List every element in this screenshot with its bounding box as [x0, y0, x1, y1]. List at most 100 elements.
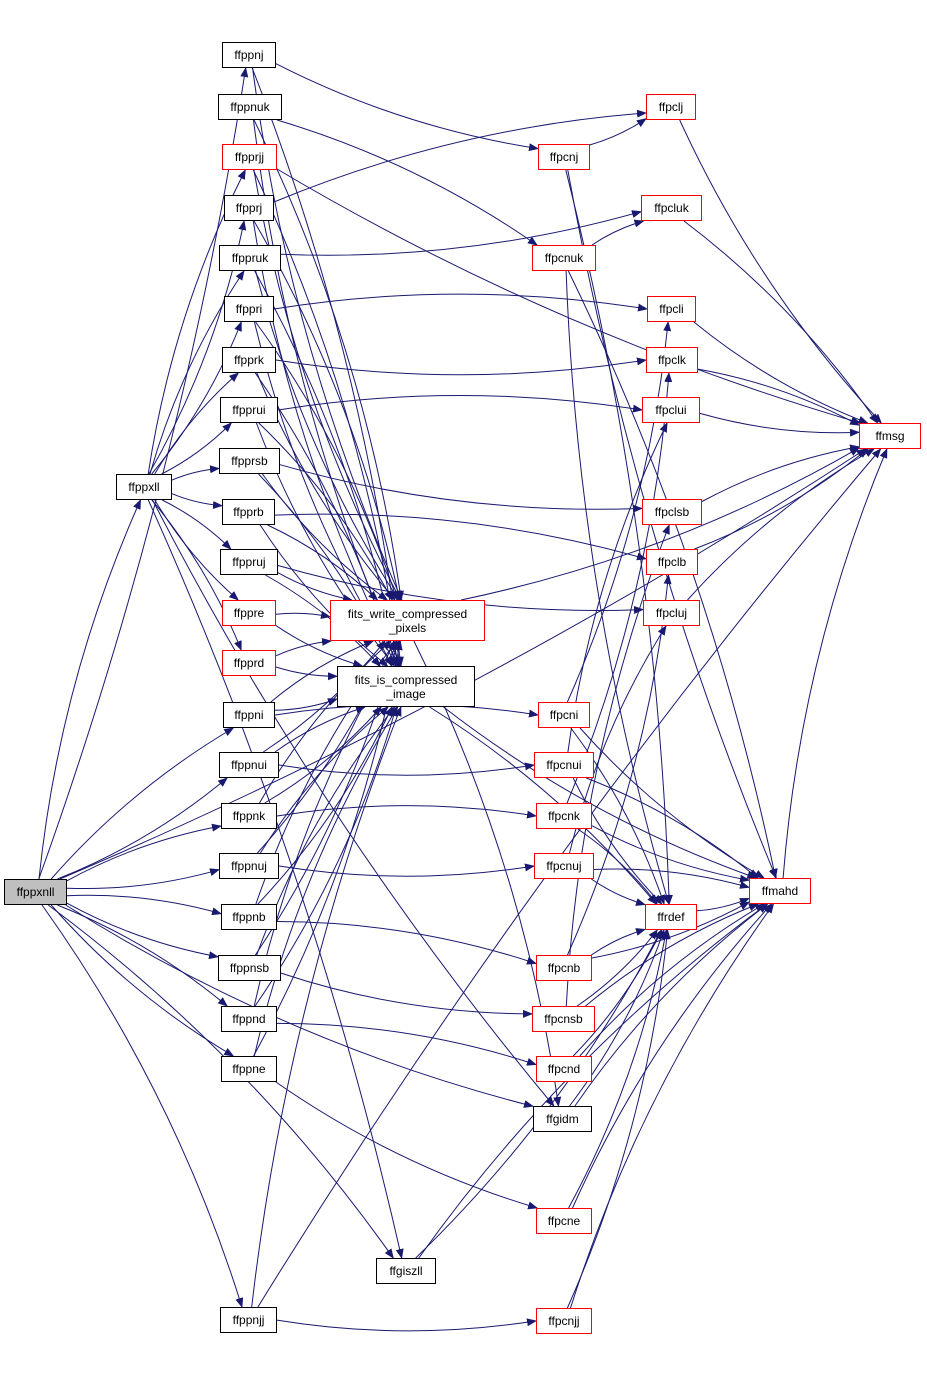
edge-ffppni-to-fits_write_compressed_pixels	[270, 640, 375, 703]
node-ffppnuj[interactable]: ffppnuj	[219, 853, 279, 879]
node-ffpclui[interactable]: ffpclui	[642, 397, 700, 423]
edge-ffpcnsb-to-ffrdef	[576, 929, 658, 1007]
node-ffppnjj[interactable]: ffppnjj	[220, 1307, 277, 1333]
edge-ffgidm-to-ffrdef	[569, 929, 665, 1107]
edge-ffpprb-to-ffpclb	[274, 513, 647, 561]
node-ffpcli[interactable]: ffpcli	[647, 296, 696, 322]
edge-ffpcnuk-to-ffrdef	[565, 270, 671, 905]
node-ffgiszll[interactable]: ffgiszll	[376, 1258, 436, 1284]
edge-ffppxll-to-ffpprk	[154, 372, 240, 475]
edge-ffpcnb-to-ffrdef	[591, 928, 646, 956]
node-ffpclb[interactable]: ffpclb	[646, 549, 698, 575]
node-ffppxnll[interactable]: ffppxnll	[4, 879, 67, 905]
node-ffppnui[interactable]: ffppnui	[219, 752, 279, 778]
node-ffpcnj[interactable]: ffpcnj	[538, 144, 590, 170]
node-ffppnj[interactable]: ffppnj	[222, 42, 276, 68]
node-ffpprd[interactable]: ffpprd	[222, 650, 276, 676]
edge-ffppnuk-to-ffpcnuk	[276, 119, 538, 246]
node-fits-write-compressed-pixels[interactable]: fits_write_compressed _pixels	[330, 600, 485, 641]
node-ffpcnuk[interactable]: ffpcnuk	[532, 245, 596, 271]
node-ffppruk[interactable]: ffppruk	[219, 245, 281, 271]
edge-ffpcluj-to-ffmsg	[687, 448, 875, 601]
edge-ffpcnsb-to-ffmahd	[585, 903, 759, 1007]
edge-ffpprb-to-fits_is_compressed_image	[259, 524, 389, 667]
node-ffppne[interactable]: ffppne	[221, 1056, 277, 1082]
node-ffpprsb[interactable]: ffpprsb	[219, 448, 280, 474]
node-ffmahd[interactable]: ffmahd	[749, 878, 811, 904]
edge-ffppxnll-to-ffppnk	[66, 823, 222, 882]
node-ffrdef[interactable]: ffrdef	[645, 904, 697, 930]
edge-ffppxll-to-ffpprb	[171, 493, 223, 509]
edge-ffppre-to-fits_is_compressed_image	[275, 625, 364, 668]
node-ffppxll[interactable]: ffppxll	[116, 474, 172, 500]
node-ffpcnb[interactable]: ffpcnb	[536, 955, 592, 981]
node-ffpclj[interactable]: ffpclj	[646, 94, 696, 120]
edge-ffpcnuj-to-ffmahd	[593, 868, 750, 889]
node-ffpcnk[interactable]: ffpcnk	[536, 803, 592, 829]
node-ffppni[interactable]: ffppni	[223, 702, 275, 728]
node-ffpcne[interactable]: ffpcne	[536, 1208, 592, 1234]
edge-ffppnb-to-ffpcnb	[276, 921, 537, 965]
edge-ffppruk-to-ffpcluk	[280, 210, 642, 256]
node-ffpprj[interactable]: ffpprj	[224, 195, 274, 221]
edge-ffpcnk-to-ffrdef	[577, 828, 658, 905]
node-ffpprk[interactable]: ffpprk	[222, 347, 276, 373]
node-ffpclk[interactable]: ffpclk	[646, 347, 698, 373]
edge-ffpclj-to-ffmsg	[679, 119, 882, 424]
edge-ffppxnll-to-ffppnb	[66, 894, 222, 916]
node-ffpprjj[interactable]: ffpprjj	[222, 144, 277, 170]
node-ffppnd[interactable]: ffppnd	[221, 1006, 277, 1032]
edge-ffpcni-to-ffmahd	[579, 727, 765, 879]
node-ffpcluj[interactable]: ffpcluj	[643, 600, 700, 626]
edge-ffpcnjj-to-ffrdef	[566, 929, 671, 1309]
edge-ffpprk-to-ffpclk	[275, 357, 647, 376]
edge-fits_is_compressed_image-to-ffmahd	[443, 706, 758, 879]
node-ffppre[interactable]: ffppre	[222, 600, 276, 626]
node-ffppruj[interactable]: ffppruj	[220, 549, 278, 575]
edge-ffpcne-to-ffrdef	[568, 929, 669, 1209]
node-fits-is-compressed-image[interactable]: fits_is_compressed _image	[337, 666, 475, 707]
node-ffpcnsb[interactable]: ffpcnsb	[532, 1006, 595, 1032]
edge-ffpcnb-to-ffpclb	[567, 574, 672, 956]
edge-ffppnui-to-ffpcnui	[278, 762, 535, 776]
node-ffpclsb[interactable]: ffpclsb	[642, 499, 702, 525]
node-ffppnb[interactable]: ffppnb	[221, 904, 277, 930]
edge-ffpcluk-to-ffmsg	[683, 220, 879, 424]
node-ffppnsb[interactable]: ffppnsb	[218, 955, 281, 981]
node-ffmsg[interactable]: ffmsg	[859, 423, 921, 449]
edge-ffpcnui-to-ffrdef	[572, 777, 663, 905]
node-ffpcnd[interactable]: ffpcnd	[536, 1056, 592, 1082]
node-ffgidm[interactable]: ffgidm	[533, 1106, 592, 1132]
node-ffpcnjj[interactable]: ffpcnjj	[536, 1308, 592, 1334]
edge-ffppre-to-fits_write_compressed_pixels	[275, 611, 331, 619]
edge-ffppnj-to-fits_is_compressed_image	[251, 67, 404, 667]
node-ffppri[interactable]: ffppri	[224, 296, 274, 322]
edge-ffppnb-to-fits_is_compressed_image	[257, 706, 393, 905]
edge-ffpcnk-to-ffpclk	[566, 372, 673, 804]
edge-ffpcnb-to-ffmahd	[591, 901, 750, 959]
edge-ffppxll-to-ffpprui	[161, 422, 233, 475]
node-ffpcnuj[interactable]: ffpcnuj	[534, 853, 594, 879]
edge-ffgidm-to-ffmahd	[574, 903, 769, 1107]
node-ffpprui[interactable]: ffpprui	[220, 397, 278, 423]
edge-ffppxnll-to-ffppxll	[38, 499, 141, 880]
edge-ffpcnuk-to-ffpcluk	[591, 219, 645, 246]
node-ffppnuk[interactable]: ffppnuk	[218, 94, 282, 120]
edge-ffpprb-to-fits_write_compressed_pixels	[267, 524, 379, 601]
edge-ffpprjj-to-ffmsg	[276, 168, 862, 425]
node-ffpcnui[interactable]: ffpcnui	[534, 752, 594, 778]
edge-ffpprd-to-fits_is_compressed_image	[275, 666, 338, 681]
edge-ffppxll-to-ffpprsb	[171, 465, 220, 481]
edge-ffgiszll-to-ffrdef	[415, 929, 662, 1259]
node-ffppnk[interactable]: ffppnk	[221, 803, 277, 829]
edge-ffppnsb-to-ffpcnsb	[280, 972, 533, 1018]
node-ffpprb[interactable]: ffpprb	[222, 499, 275, 525]
edge-ffppnj-to-ffpcnj	[275, 63, 539, 152]
edge-ffpprjj-to-fits_write_compressed_pixels	[253, 169, 401, 601]
edge-ffppri-to-fits_write_compressed_pixels	[255, 321, 399, 601]
edge-ffppxll-to-ffgidm	[152, 499, 555, 1107]
edge-ffppxnll-to-ffppni	[50, 727, 235, 880]
node-ffpcluk[interactable]: ffpcluk	[641, 195, 702, 221]
node-ffpcni[interactable]: ffpcni	[538, 702, 590, 728]
